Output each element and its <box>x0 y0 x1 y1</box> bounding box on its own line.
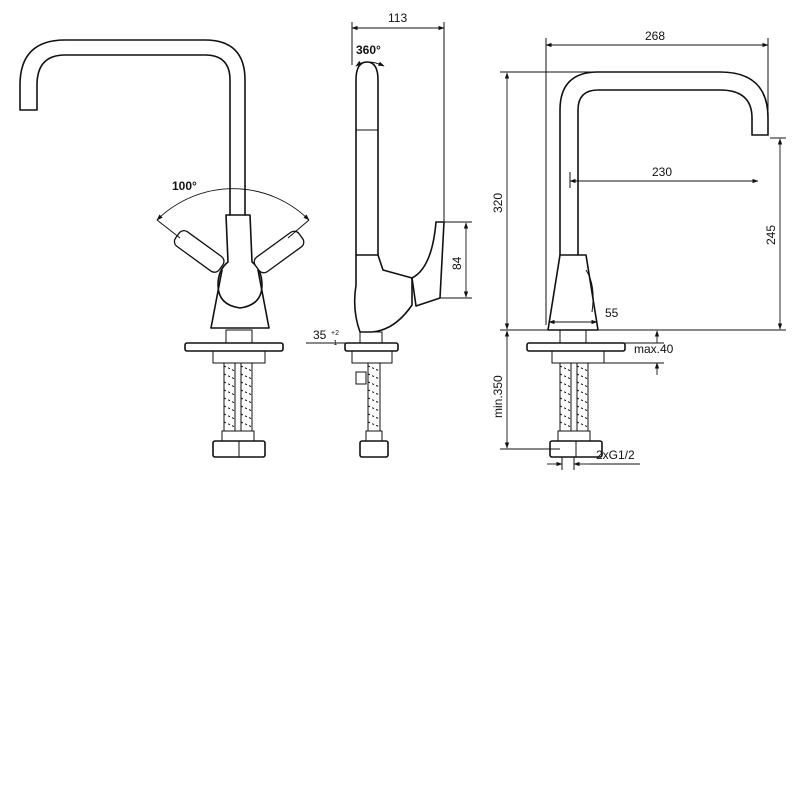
side-hole-label: 35 <box>313 328 327 342</box>
side-swivel-arrow <box>355 60 385 67</box>
front-lever-left <box>173 229 225 273</box>
side-hoses <box>367 362 381 432</box>
front-angle-ext-right <box>287 219 310 239</box>
front-hoses <box>223 362 253 432</box>
front-view: 100° <box>19 39 310 458</box>
side-hose-ferrule <box>365 430 383 442</box>
side-mount-shank <box>359 331 383 344</box>
side-lever-label: 84 <box>450 256 464 270</box>
side-hose-nut <box>359 440 389 458</box>
front-angle-ext-left <box>156 219 181 239</box>
side-hole-tol-lower: -1 <box>331 340 337 347</box>
front-mount-shank <box>225 329 253 344</box>
profile-spout <box>559 71 769 256</box>
profile-height-label: 320 <box>491 193 505 213</box>
side-mount-plate <box>344 342 399 352</box>
front-body-skirt <box>210 269 270 329</box>
side-spout <box>355 61 379 256</box>
side-body <box>353 254 413 333</box>
profile-mount-plate <box>526 342 626 352</box>
profile-view: 268 230 320 245 55 max.40 min.350 <box>491 29 786 470</box>
profile-mount-shank <box>559 329 587 344</box>
front-mount-bracket <box>212 350 266 364</box>
side-swivel-label: 360° <box>356 43 381 57</box>
profile-hose-label: min.350 <box>491 375 505 418</box>
side-depth-label: 113 <box>388 11 407 25</box>
front-spout <box>19 39 246 216</box>
profile-lever-side <box>585 269 594 313</box>
profile-base-label: 55 <box>605 306 619 320</box>
side-hole-tol-upper: +2 <box>331 330 339 337</box>
side-lever <box>411 221 445 307</box>
front-angle-label: 100° <box>172 179 197 193</box>
front-lever-body <box>217 214 263 309</box>
profile-hose-ferrules <box>557 430 591 442</box>
front-hose-ferrules <box>221 430 255 442</box>
front-mount-plate <box>184 342 284 352</box>
side-view: 360° 113 84 35 +2 -1 <box>306 11 472 458</box>
profile-spout-label: 230 <box>652 165 672 179</box>
profile-deck-label: max.40 <box>634 342 674 356</box>
profile-body <box>547 254 599 331</box>
side-mount-bracket <box>351 350 393 364</box>
profile-reach-label: 268 <box>645 29 665 43</box>
profile-outlet-label: 245 <box>764 225 778 245</box>
front-angle-arc <box>156 188 310 221</box>
profile-mount-bracket <box>551 350 605 364</box>
front-lever-right <box>253 230 305 274</box>
side-mount-nut <box>355 371 367 385</box>
profile-conn-label: 2xG1/2 <box>596 448 635 462</box>
profile-hoses <box>559 362 589 432</box>
